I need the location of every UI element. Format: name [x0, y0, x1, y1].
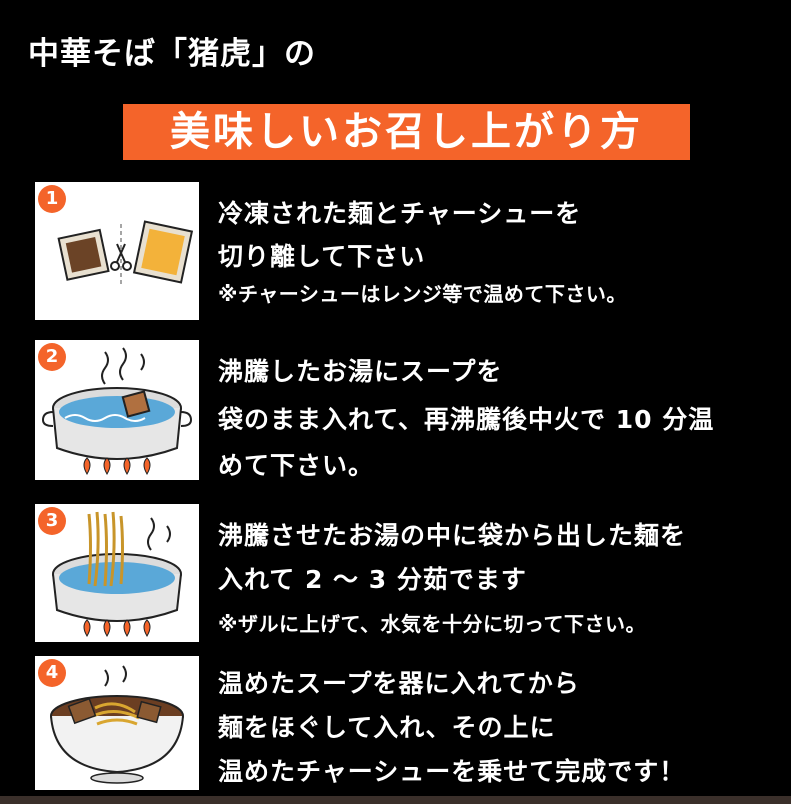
- step-3-line-1: 沸騰させたお湯の中に袋から出した麺を: [218, 521, 687, 550]
- step-2-illustration: 2: [35, 340, 199, 480]
- step-3-illustration: 3: [35, 504, 199, 642]
- step-2-line-3: めて下さい。: [218, 451, 375, 480]
- step-3-note: ※ザルに上げて、水気を十分に切って下さい。: [218, 612, 646, 636]
- step-1-note: ※チャーシューはレンジ等で温めて下さい。: [218, 282, 627, 306]
- step-4-line-3: 温めたチャーシューを乗せて完成です！: [218, 757, 686, 786]
- title-banner: 美味しいお召し上がり方: [123, 104, 690, 160]
- step-number-badge: 2: [38, 343, 66, 371]
- step-1-illustration: 1: [35, 182, 199, 320]
- bottom-bar: [0, 796, 791, 804]
- step-1-line-2: 切り離して下さい: [218, 242, 426, 271]
- step-number-badge: 1: [38, 185, 66, 213]
- pot-with-packet-icon: [41, 347, 193, 475]
- step-1-line-1: 冷凍された麺とチャーシューを: [218, 199, 582, 228]
- pot-with-noodles-icon: [52, 511, 182, 637]
- page-header: 中華そば「猪虎」の: [28, 36, 316, 72]
- step-number-badge: 4: [38, 659, 66, 687]
- step-2-line-1: 沸騰したお湯にスープを: [218, 357, 503, 386]
- step-2-line-2: 袋のまま入れて、再沸騰後中火で 10 分温: [218, 405, 715, 434]
- banner-title: 美味しいお召し上がり方: [170, 109, 643, 155]
- scissors-packets-icon: [57, 220, 194, 286]
- step-3-line-2: 入れて 2 〜 3 分茹でます: [218, 565, 527, 594]
- step-number-badge: 3: [38, 507, 66, 535]
- step-4-illustration: 4: [35, 656, 199, 790]
- step-4-line-1: 温めたスープを器に入れてから: [218, 669, 580, 698]
- ramen-bowl-icon: [50, 665, 184, 784]
- step-4-line-2: 麺をほぐして入れ、その上に: [218, 713, 556, 742]
